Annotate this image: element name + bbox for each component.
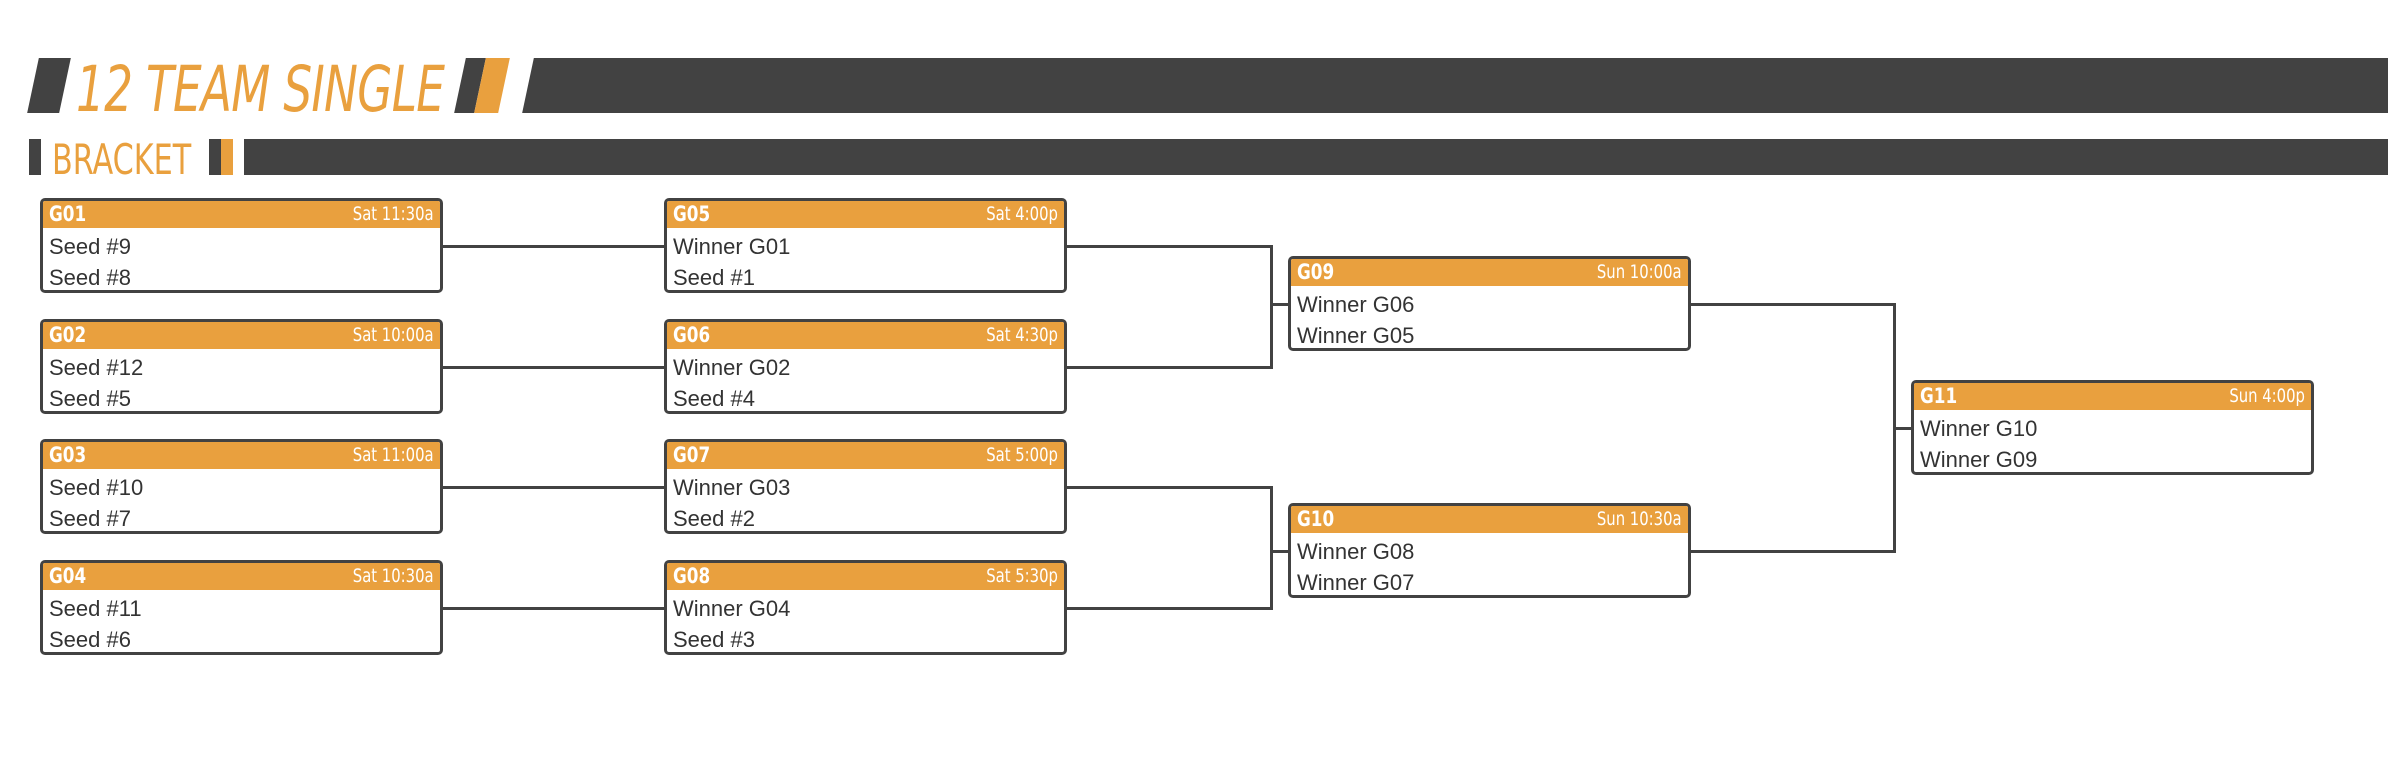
game-header: G01 Sat 11:30a: [43, 201, 440, 228]
game-time: Sat 4:00p: [986, 203, 1058, 225]
game-time: Sun 4:00p: [2229, 385, 2305, 407]
team-slot: Winner G08: [1297, 539, 1415, 564]
team-slot: Winner G03: [673, 475, 791, 500]
team-slot: Winner G05: [1297, 323, 1415, 348]
game-card-g01: G01 Sat 11:30a Seed #9 Seed #8: [40, 198, 443, 293]
page-title: 12 TEAM SINGLE: [76, 53, 445, 126]
connector-g04-g08: [443, 607, 665, 610]
team-slot: Seed #12: [49, 355, 144, 380]
game-card-g10: G10 Sun 10:30a Winner G08 Winner G07: [1288, 503, 1691, 598]
game-time: Sat 5:30p: [986, 565, 1058, 587]
team-slot: Seed #5: [49, 386, 131, 411]
game-time: Sat 4:30p: [986, 324, 1058, 346]
team-slot: Seed #8: [49, 265, 131, 290]
connector-g02-g06: [443, 366, 665, 369]
game-time: Sun 10:30a: [1597, 508, 1682, 530]
team-slot: Seed #11: [49, 596, 142, 621]
connector-g05-out: [1067, 245, 1273, 248]
game-header: G11 Sun 4:00p: [1914, 383, 2311, 410]
title-bar: [522, 58, 2388, 113]
connector-g05-g06-vertical: [1270, 245, 1273, 369]
connector-g03-g07: [443, 486, 665, 489]
game-header: G06 Sat 4:30p: [667, 322, 1064, 349]
subtitle-bar-left-block: [29, 139, 41, 175]
connector-g07-g08-vertical: [1270, 486, 1273, 610]
game-id: G08: [673, 564, 711, 588]
team-slot: Winner G09: [1920, 447, 2038, 472]
game-header: G08 Sat 5:30p: [667, 563, 1064, 590]
team-slot: Seed #7: [49, 506, 131, 531]
game-id: G02: [49, 323, 87, 347]
connector-g09-out: [1691, 303, 1896, 306]
subtitle-accent-orange: [221, 139, 233, 175]
game-header: G05 Sat 4:00p: [667, 201, 1064, 228]
game-header: G09 Sun 10:00a: [1291, 259, 1688, 286]
game-time: Sat 10:30a: [353, 565, 434, 587]
connector-g08-out: [1067, 607, 1273, 610]
game-card-g06: G06 Sat 4:30p Winner G02 Seed #4: [664, 319, 1067, 414]
game-time: Sat 10:00a: [353, 324, 434, 346]
game-id: G07: [673, 443, 711, 467]
game-time: Sun 10:00a: [1597, 261, 1682, 283]
game-header: G04 Sat 10:30a: [43, 563, 440, 590]
team-slot: Winner G06: [1297, 292, 1415, 317]
game-card-g04: G04 Sat 10:30a Seed #11 Seed #6: [40, 560, 443, 655]
game-id: G06: [673, 323, 711, 347]
game-id: G01: [49, 202, 87, 226]
game-header: G02 Sat 10:00a: [43, 322, 440, 349]
game-card-g11: G11 Sun 4:00p Winner G10 Winner G09: [1911, 380, 2314, 475]
game-time: Sat 11:30a: [353, 203, 434, 225]
game-id: G04: [49, 564, 87, 588]
game-time: Sat 5:00p: [986, 444, 1058, 466]
game-header: G03 Sat 11:00a: [43, 442, 440, 469]
team-slot: Seed #10: [49, 475, 144, 500]
team-slot: Seed #9: [49, 234, 131, 259]
connector-to-g10: [1270, 550, 1288, 553]
team-slot: Seed #2: [673, 506, 755, 531]
game-id: G03: [49, 443, 87, 467]
connector-to-g09: [1270, 303, 1288, 306]
subtitle-bar: [244, 139, 2388, 175]
game-card-g07: G07 Sat 5:00p Winner G03 Seed #2: [664, 439, 1067, 534]
connector-g01-g05: [443, 245, 665, 248]
title-bar-left-block: [27, 58, 71, 113]
team-slot: Seed #4: [673, 386, 755, 411]
game-card-g08: G08 Sat 5:30p Winner G04 Seed #3: [664, 560, 1067, 655]
connector-g06-out: [1067, 366, 1273, 369]
game-id: G09: [1297, 260, 1335, 284]
game-card-g05: G05 Sat 4:00p Winner G01 Seed #1: [664, 198, 1067, 293]
team-slot: Winner G01: [673, 234, 791, 259]
game-card-g03: G03 Sat 11:00a Seed #10 Seed #7: [40, 439, 443, 534]
team-slot: Seed #3: [673, 627, 755, 652]
game-header: G07 Sat 5:00p: [667, 442, 1064, 469]
game-card-g09: G09 Sun 10:00a Winner G06 Winner G05: [1288, 256, 1691, 351]
game-time: Sat 11:00a: [353, 444, 434, 466]
team-slot: Winner G10: [1920, 416, 2038, 441]
connector-g10-out: [1691, 550, 1896, 553]
page-subtitle: BRACKET: [52, 135, 192, 184]
game-header: G10 Sun 10:30a: [1291, 506, 1688, 533]
team-slot: Seed #1: [673, 265, 755, 290]
game-id: G05: [673, 202, 711, 226]
game-id: G10: [1297, 507, 1335, 531]
connector-g07-out: [1067, 486, 1273, 489]
connector-to-g11: [1893, 427, 1913, 430]
subtitle-accent-dark: [209, 139, 221, 175]
game-card-g02: G02 Sat 10:00a Seed #12 Seed #5: [40, 319, 443, 414]
game-id: G11: [1920, 384, 1958, 408]
team-slot: Winner G04: [673, 596, 791, 621]
team-slot: Winner G02: [673, 355, 791, 380]
team-slot: Winner G07: [1297, 570, 1415, 595]
team-slot: Seed #6: [49, 627, 131, 652]
